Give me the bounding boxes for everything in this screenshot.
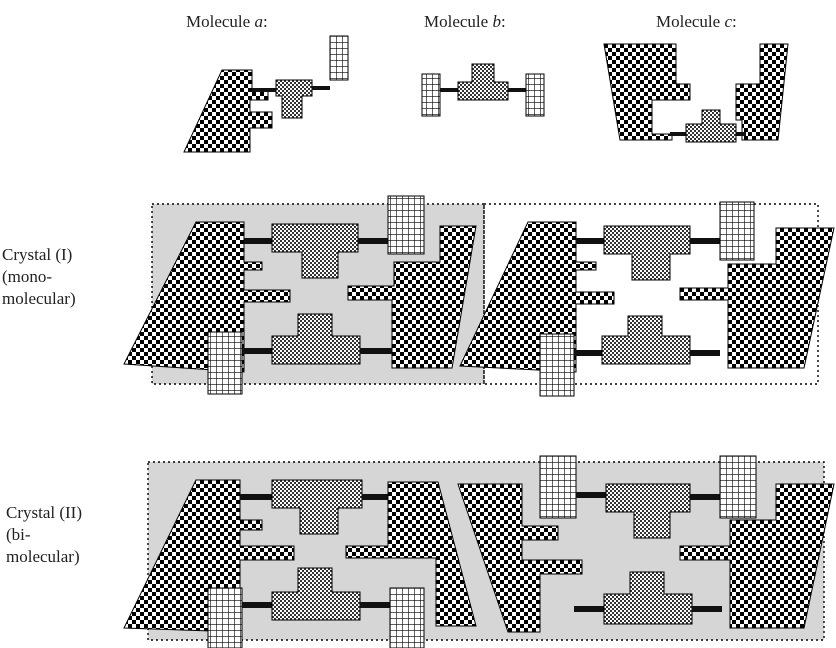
crystal1-label-line3: molecular) [2,289,76,308]
crystal1-label: Crystal (I) (mono- molecular) [2,244,76,310]
crystal2-left-unit [123,479,477,648]
molecule-c-label: Molecule c: [656,12,737,31]
crystal2-right-unit [457,455,835,633]
crystal1-left-unit [123,195,477,395]
crystal1-label-line2: (mono- [2,267,53,286]
molecule-c-shape [603,43,789,143]
molecule-a-shape [183,35,349,153]
molecule-a-label: Molecule a: [186,12,268,31]
molecule-b-label: Molecule b: [424,12,506,31]
crystal2-label-line1: Crystal (II) [6,503,83,522]
molecule-b-shape [421,63,545,117]
crystal2-label: Crystal (II) (bi- molecular) [6,502,82,568]
crystal1-dotted-cell [483,203,819,385]
crystal2-label-line2: (bi- [6,525,31,544]
crystal2-label-line3: molecular) [6,547,80,566]
crystal1-label-line1: Crystal (I) [2,245,73,264]
crystal1-right-unit [459,201,835,397]
